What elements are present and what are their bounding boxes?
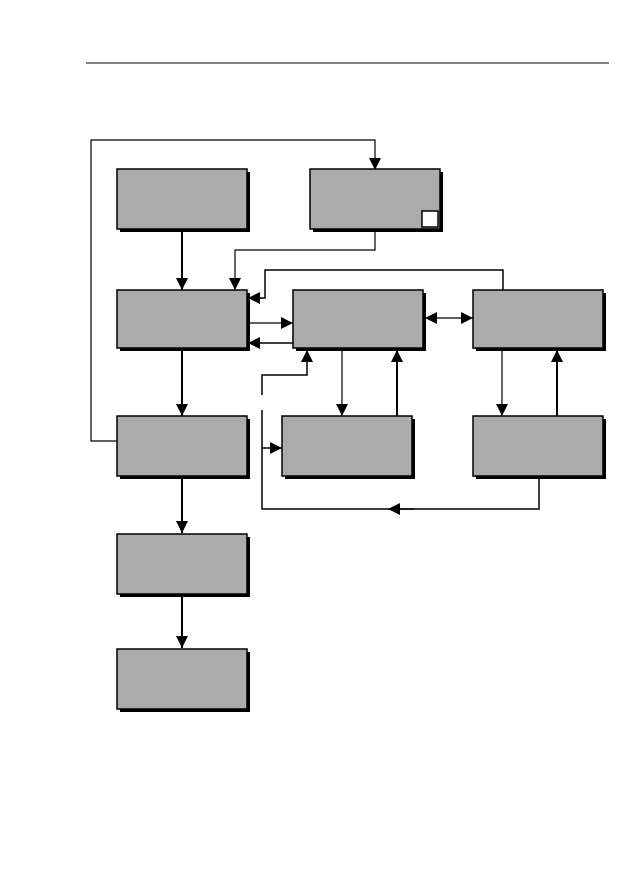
node-2-indicator: [421, 210, 439, 228]
node-box-10: [116, 648, 250, 712]
connectors: [90, 139, 563, 648]
node-box-9: [116, 533, 250, 597]
connector-n6-to-n2: [90, 139, 381, 442]
node-box-7: [281, 415, 415, 479]
node-box-8: [472, 415, 606, 479]
node-box-3: [116, 289, 250, 351]
node-box-5: [472, 289, 606, 351]
node-box-2: [309, 168, 443, 232]
connector-n2-to-n3: [229, 230, 376, 290]
node-box-6: [116, 415, 250, 479]
node-box-1: [116, 168, 250, 232]
connector-hook-to-n4: [261, 350, 313, 395]
connector-n5-to-n3: [248, 269, 504, 304]
node-box-4: [292, 289, 426, 351]
